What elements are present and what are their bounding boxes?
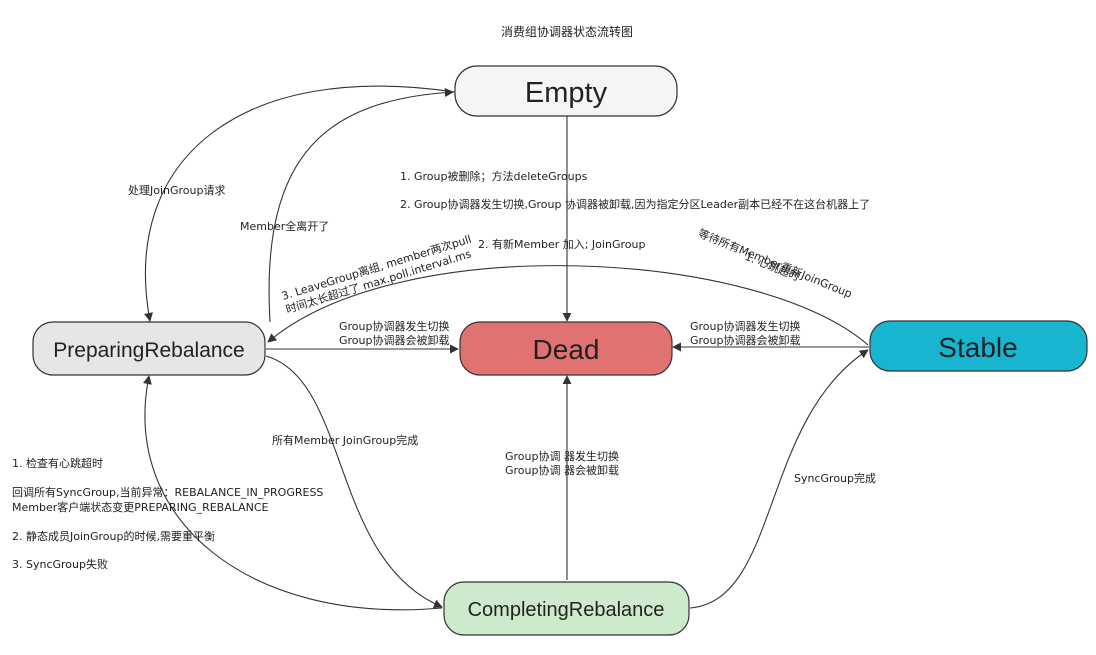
edge-completing-to-stable (689, 349, 869, 609)
label-empty-dead-1: 1. Group被删除；方法deleteGroups (400, 169, 588, 183)
label-new-member-join: 2. 有新Member 加入; JoinGroup (478, 237, 645, 251)
label-stable-dead-2: Group协调器会被卸载 (690, 333, 801, 347)
label-heartbeat-timeout-2: 等待所有Member重新JoinGroup (696, 226, 854, 301)
edge-preparing-to-empty (268, 88, 454, 323)
edge-preparing-to-completing (265, 355, 443, 609)
label-prep-dead-2: Group协调器会被卸载 (339, 333, 450, 347)
label-comp-prep-1: 1. 检查有心跳超时 (12, 456, 103, 470)
label-stable-dead-1: Group协调器发生切换 (690, 319, 801, 333)
label-all-join-done: 所有Member JoinGroup完成 (272, 433, 418, 447)
label-sync-done: SyncGroup完成 (794, 471, 876, 485)
label-comp-dead-1: Group协调 器发生切换 (505, 449, 619, 463)
label-comp-prep-3: Member客户端状态变更PREPARING_REBALANCE (12, 500, 269, 514)
node-empty-label: Empty (525, 77, 608, 109)
node-preparing-rebalance: PreparingRebalance (32, 321, 266, 376)
label-prep-dead-1: Group协调器发生切换 (339, 319, 450, 333)
label-comp-prep-2: 回调所有SyncGroup,当前异常：REBALANCE_IN_PROGRESS (12, 485, 323, 499)
edge-stable-to-preparing (267, 265, 869, 346)
node-stable-label: Stable (938, 332, 1017, 363)
diagram-title: 消费组协调器状态流转图 (501, 24, 633, 39)
edge-completing-to-preparing (142, 375, 443, 611)
label-member-all-left: Member全离开了 (240, 219, 329, 233)
node-preparing-rebalance-label: PreparingRebalance (53, 339, 244, 362)
label-comp-prep-4: 2. 静态成员JoinGroup的时候,需要重平衡 (12, 529, 215, 543)
label-handle-join: 处理JoinGroup请求 (128, 184, 226, 197)
node-completing-rebalance-label: CompletingRebalance (468, 599, 665, 621)
node-completing-rebalance: CompletingRebalance (443, 581, 690, 636)
label-comp-prep-5: 3. SyncGroup失败 (12, 557, 108, 571)
edge-empty-to-preparing (144, 85, 456, 322)
node-stable: Stable (869, 320, 1088, 372)
label-comp-dead-2: Group协调 器会被卸载 (505, 463, 619, 477)
label-empty-dead-2: 2. Group协调器发生切换,Group 协调器被卸载,因为指定分区Leade… (400, 197, 870, 211)
node-empty: Empty (454, 65, 678, 117)
node-dead-label: Dead (533, 334, 600, 365)
node-dead: Dead (459, 321, 673, 376)
